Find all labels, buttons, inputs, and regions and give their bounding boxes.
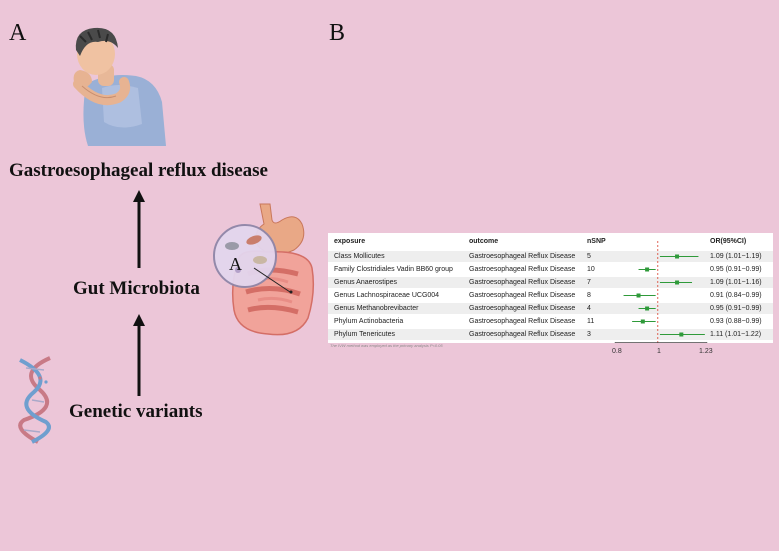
- point-estimate: [679, 332, 684, 337]
- nsnp-cell: 4: [587, 305, 591, 312]
- outcome-cell: Gastroesophageal Reflux Disease: [469, 279, 576, 286]
- forest-plot: [614, 241, 708, 343]
- gut-microbiota-label: Gut Microbiota: [73, 278, 200, 299]
- coughing-person-illustration: [73, 27, 166, 146]
- arrow-up-icon: [133, 190, 145, 268]
- exposure-cell: Genus Lachnospiraceae UCG004: [334, 292, 440, 299]
- arrow-up-icon: [133, 314, 145, 396]
- table-row: Phylum Actinobacteria Gastroesophageal R…: [328, 316, 773, 327]
- nsnp-cell: 11: [587, 318, 595, 325]
- nsnp-cell: 7: [587, 279, 591, 286]
- exposure-cell: Genus Anaerostipes: [334, 279, 398, 286]
- or-cell: 1.09 (1.01−1.16): [710, 279, 762, 286]
- gerd-label: Gastroesophageal reflux disease: [9, 160, 268, 181]
- table-row: Genus Lachnospiraceae UCG004 Gastroesoph…: [328, 290, 773, 301]
- panel-b-label: B: [329, 20, 346, 46]
- panel-a-label: A: [9, 20, 27, 46]
- outcome-cell: Gastroesophageal Reflux Disease: [469, 253, 576, 260]
- inset-label: A: [229, 254, 242, 274]
- nsnp-cell: 3: [587, 331, 591, 338]
- or-cell: 0.91 (0.84−0.99): [710, 292, 762, 299]
- point-estimate: [645, 306, 650, 311]
- intestine-illustration: [213, 203, 315, 336]
- genetic-variants-label: Genetic variants: [69, 401, 203, 422]
- outcome-cell: Gastroesophageal Reflux Disease: [469, 305, 576, 312]
- point-estimate: [645, 267, 650, 272]
- nsnp-cell: 5: [587, 253, 591, 260]
- header-outcome: outcome: [469, 238, 499, 245]
- header-exposure: exposure: [334, 238, 366, 245]
- point-estimate: [675, 254, 680, 259]
- table-row: Family Clostridiales Vadin BB60 group Ga…: [328, 264, 773, 275]
- axis-tick-label: 1: [657, 348, 661, 355]
- or-cell: 0.95 (0.91−0.99): [710, 305, 762, 312]
- outcome-cell: Gastroesophageal Reflux Disease: [469, 318, 576, 325]
- forest-footer: The IVW method was employed as the prima…: [328, 343, 773, 361]
- exposure-cell: Genus Methanobrevibacter: [334, 305, 419, 312]
- outcome-cell: Gastroesophageal Reflux Disease: [469, 266, 576, 273]
- exposure-cell: Class Mollicutes: [334, 253, 385, 260]
- dna-helix-icon: [18, 356, 51, 444]
- table-row: Genus Methanobrevibacter Gastroesophagea…: [328, 303, 773, 314]
- or-cell: 0.93 (0.88−0.99): [710, 318, 762, 325]
- point-estimate: [675, 280, 680, 285]
- table-row: Genus Anaerostipes Gastroesophageal Refl…: [328, 277, 773, 288]
- nsnp-cell: 10: [587, 266, 595, 273]
- table-row: Class Mollicutes Gastroesophageal Reflux…: [328, 251, 773, 262]
- header-nsnp: nSNP: [587, 238, 606, 245]
- outcome-cell: Gastroesophageal Reflux Disease: [469, 292, 576, 299]
- exposure-cell: Phylum Actinobacteria: [334, 318, 404, 325]
- outcome-cell: Gastroesophageal Reflux Disease: [469, 331, 576, 338]
- table-row: Phylum Tenericutes Gastroesophageal Refl…: [328, 329, 773, 340]
- point-estimate: [636, 293, 641, 298]
- forest-plot-table: exposure outcome nSNP OR(95%CI) Class Mo…: [328, 233, 773, 343]
- axis-tick-label: 1.23: [699, 348, 713, 355]
- axis-tick-label: 0.8: [612, 348, 622, 355]
- or-cell: 1.09 (1.01−1.19): [710, 253, 762, 260]
- header-or: OR(95%CI): [710, 238, 747, 245]
- method-note: The IVW method was employed as the prima…: [330, 343, 443, 348]
- exposure-cell: Family Clostridiales Vadin BB60 group: [334, 266, 453, 273]
- or-cell: 0.95 (0.91−0.99): [710, 266, 762, 273]
- point-estimate: [640, 319, 645, 324]
- or-cell: 1.11 (1.01−1.22): [710, 331, 762, 338]
- exposure-cell: Phylum Tenericutes: [334, 331, 395, 338]
- nsnp-cell: 8: [587, 292, 591, 299]
